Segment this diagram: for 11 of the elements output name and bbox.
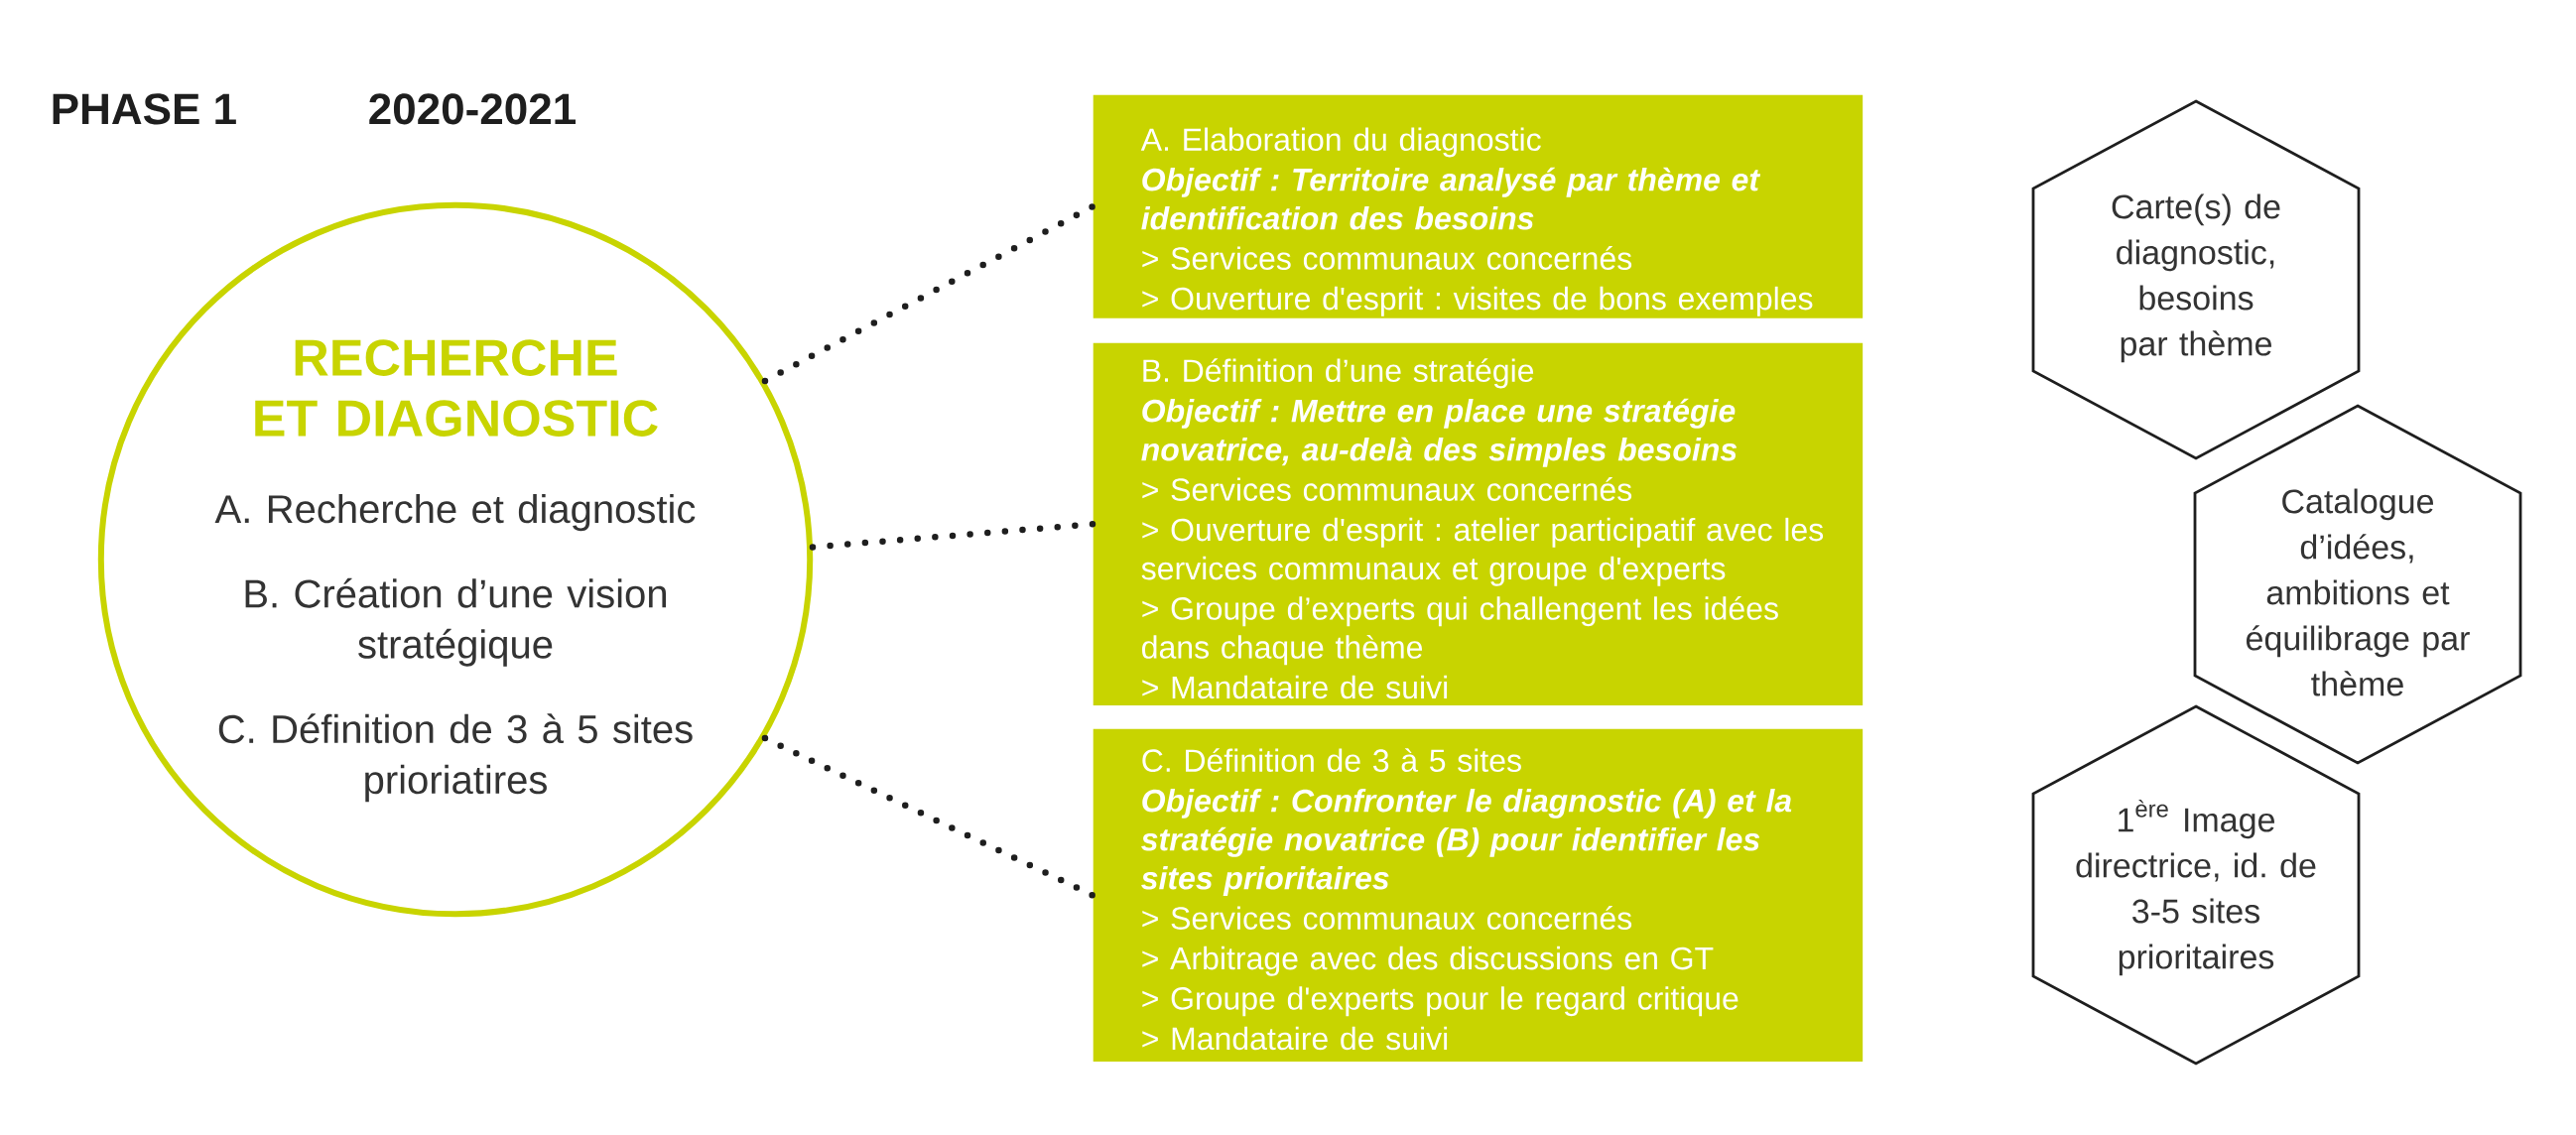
step-box: A. Elaboration du diagnostic Objectif : Territoire analysé par thème et identification des besoins > Services communaux concernés > Ouverture d'esprit : visites de bons exemples bbox=[1093, 94, 1864, 318]
hexagon: Carte(s) de diagnostic, besoins par thème bbox=[2031, 99, 2361, 460]
dotted-connector bbox=[761, 203, 1096, 385]
phase-heading: PHASE 1 bbox=[53, 93, 236, 125]
hexagon: Catalogue d’idées, ambitions et équilibrage par thème bbox=[2193, 404, 2522, 765]
step-box: C. Définition de 3 à 5 sites Objectif : Confronter le diagnostic (A) et la stratégie novatrice (B) pour identifier les sites prioritaires > Services communaux concernés > Arbitrage avec des discussions en GT > Groupe d'experts pour le regard critique > Mandataire de suivi bbox=[1093, 728, 1864, 1062]
hexagon: $\text{1}^{\text{ère}}$ Image directrice, id. de 3-5 sites prioritaires bbox=[2031, 704, 2361, 1066]
step-box: B. Définition d’une stratégie Objectif : Mettre en place une stratégie novatrice, au-delà des simples besoins > Services communaux concernés > Ouverture d'esprit : atelier participatif avec les services communaux et groupe d'experts > Groupe d’experts qui challengent les idées dans chaque thème > Mandataire de suivi bbox=[1093, 342, 1864, 705]
dotted-connector bbox=[809, 521, 1096, 551]
date-range: 2020-2021 bbox=[369, 93, 576, 125]
dotted-connector bbox=[761, 734, 1096, 899]
